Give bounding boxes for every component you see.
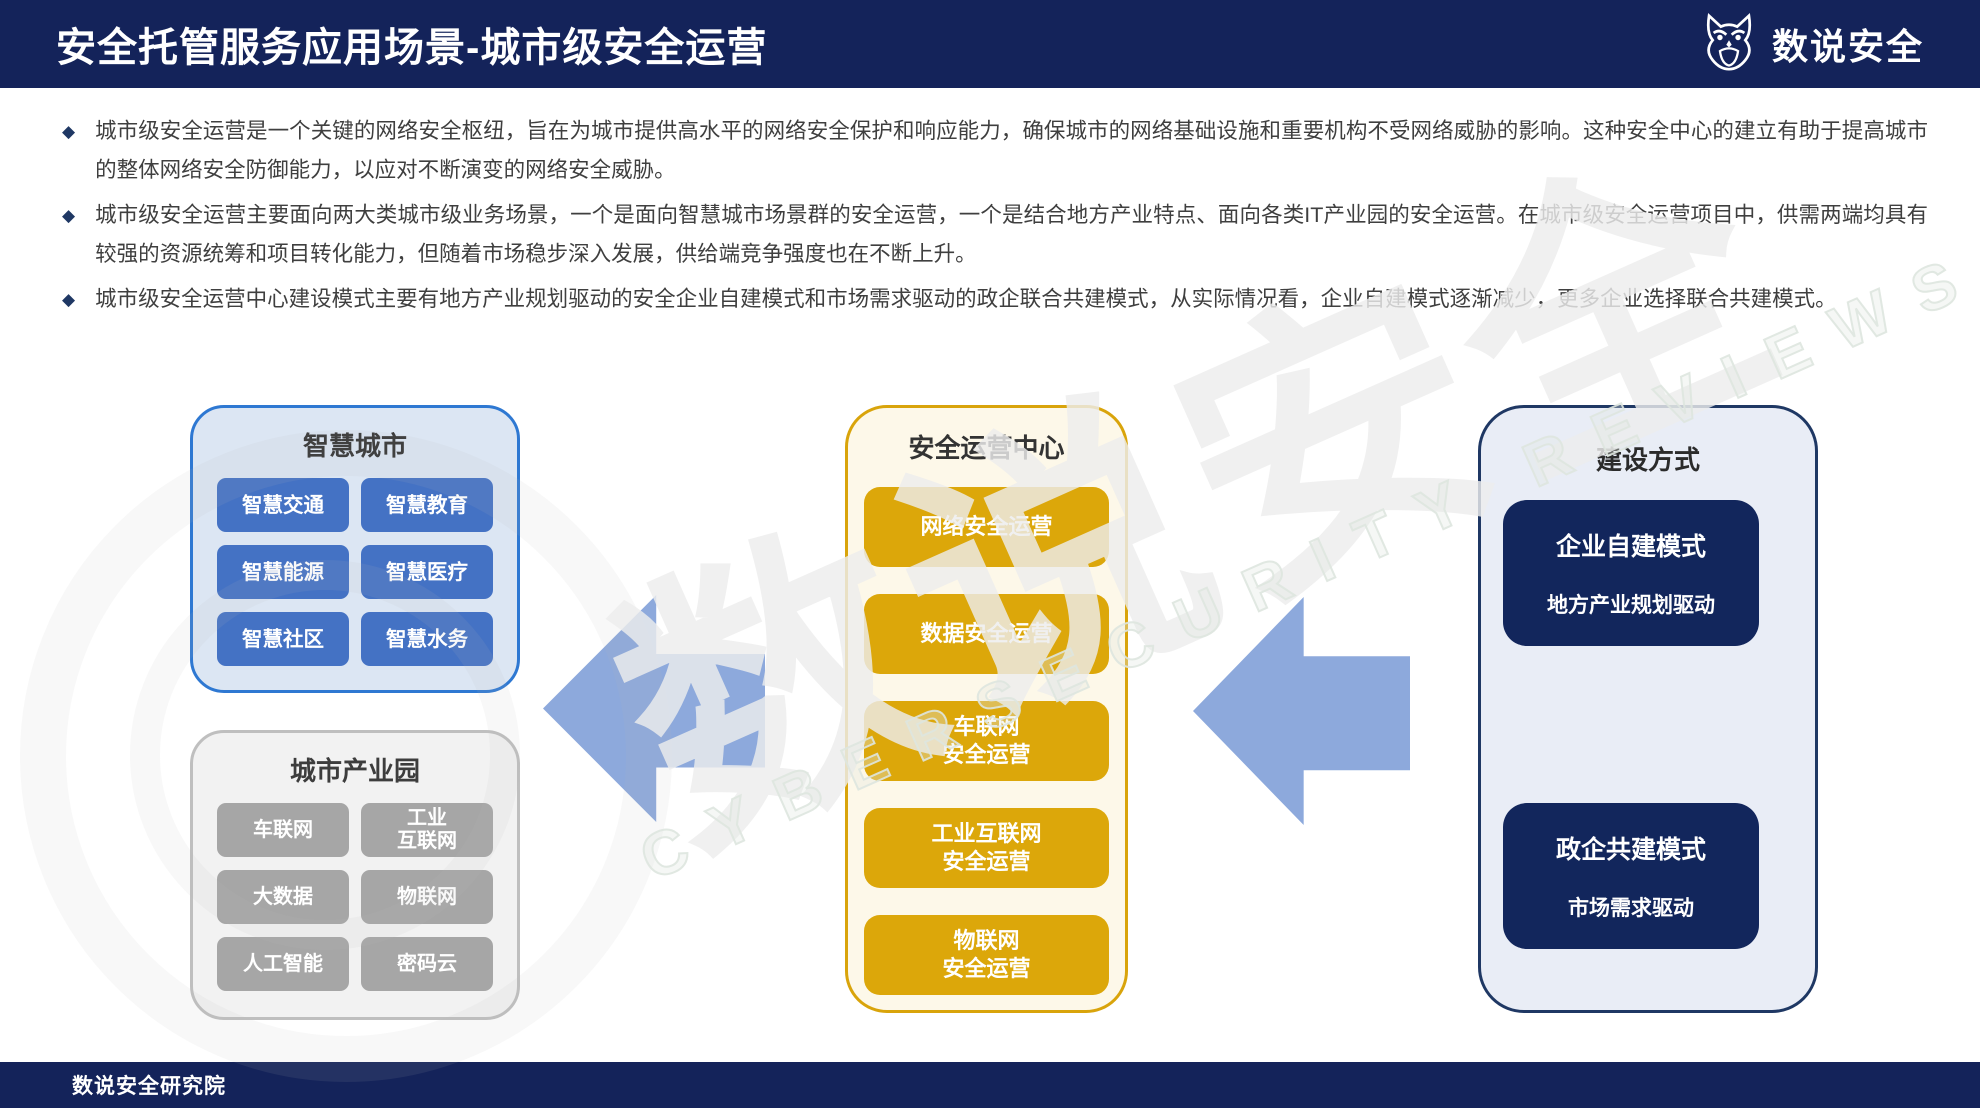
bullet-item: ◆ 城市级安全运营主要面向两大类城市级业务场景，一个是面向智慧城市场景群的安全运… bbox=[62, 196, 1928, 274]
soc-item: 物联网 安全运营 bbox=[864, 915, 1109, 995]
diamond-bullet-icon: ◆ bbox=[62, 122, 76, 141]
industry-park-item: 密码云 bbox=[361, 937, 493, 991]
smart-city-item: 智慧水务 bbox=[361, 612, 493, 666]
industry-park-grid: 车联网 工业 互联网 大数据 物联网 人工智能 密码云 bbox=[193, 788, 517, 991]
soc-item: 数据安全运营 bbox=[864, 594, 1109, 674]
bullet-list: ◆ 城市级安全运营是一个关键的网络安全枢纽，旨在为城市提供高水平的网络安全保护和… bbox=[62, 112, 1928, 325]
soc-panel: 安全运营中心 网络安全运营 数据安全运营 车联网 安全运营 工业互联网 安全运营… bbox=[845, 405, 1128, 1013]
bullet-item: ◆ 城市级安全运营是一个关键的网络安全枢纽，旨在为城市提供高水平的网络安全保护和… bbox=[62, 112, 1928, 190]
industry-park-item: 人工智能 bbox=[217, 937, 349, 991]
smart-city-item: 智慧医疗 bbox=[361, 545, 493, 599]
smart-city-item: 智慧能源 bbox=[217, 545, 349, 599]
footer-bar: 数说安全研究院 bbox=[0, 1062, 1980, 1108]
brand-logo: 数说安全 bbox=[1700, 12, 1924, 76]
soc-item: 工业互联网 安全运营 bbox=[864, 808, 1109, 888]
smart-city-panel: 智慧城市 智慧交通 智慧教育 智慧能源 智慧医疗 智慧社区 智慧水务 bbox=[190, 405, 520, 693]
footer-text: 数说安全研究院 bbox=[72, 1075, 226, 1098]
mode-driver: 地方产业规划驱动 bbox=[1547, 594, 1715, 617]
soc-item: 网络安全运营 bbox=[864, 487, 1109, 567]
construction-panel: 建设方式 企业自建模式 地方产业规划驱动 政企共建模式 市场需求驱动 bbox=[1478, 405, 1818, 1013]
left-block-arrow-icon bbox=[543, 595, 765, 822]
soc-item: 车联网 安全运营 bbox=[864, 701, 1109, 781]
mode-driver: 市场需求驱动 bbox=[1568, 897, 1694, 920]
smart-city-item: 智慧教育 bbox=[361, 478, 493, 532]
smart-city-title: 智慧城市 bbox=[302, 431, 407, 461]
header-bar: 安全托管服务应用场景-城市级安全运营 数说安全 bbox=[0, 0, 1980, 88]
soc-list: 网络安全运营 数据安全运营 车联网 安全运营 工业互联网 安全运营 物联网 安全… bbox=[848, 471, 1125, 995]
bullet-text: 城市级安全运营是一个关键的网络安全枢纽，旨在为城市提供高水平的网络安全保护和响应… bbox=[95, 119, 1928, 182]
page-title: 安全托管服务应用场景-城市级安全运营 bbox=[56, 26, 768, 70]
industry-park-item: 物联网 bbox=[361, 870, 493, 924]
diamond-bullet-icon: ◆ bbox=[62, 206, 76, 225]
industry-park-item: 大数据 bbox=[217, 870, 349, 924]
mode-card: 政企共建模式 市场需求驱动 bbox=[1503, 803, 1759, 949]
bullet-text: 城市级安全运营主要面向两大类城市级业务场景，一个是面向智慧城市场景群的安全运营，… bbox=[95, 203, 1928, 266]
mode-card: 企业自建模式 地方产业规划驱动 bbox=[1503, 500, 1759, 646]
owl-logo-icon bbox=[1700, 12, 1758, 76]
industry-park-title: 城市产业园 bbox=[289, 756, 420, 786]
construction-title: 建设方式 bbox=[1595, 445, 1700, 475]
left-block-arrow-icon bbox=[1193, 597, 1410, 825]
brand-name: 数说安全 bbox=[1771, 26, 1924, 67]
industry-park-item: 工业 互联网 bbox=[361, 803, 493, 857]
industry-park-item: 车联网 bbox=[217, 803, 349, 857]
soc-title: 安全运营中心 bbox=[908, 433, 1065, 463]
industry-park-panel: 城市产业园 车联网 工业 互联网 大数据 物联网 人工智能 密码云 bbox=[190, 730, 520, 1020]
bullet-text: 城市级安全运营中心建设模式主要有地方产业规划驱动的安全企业自建模式和市场需求驱动… bbox=[95, 287, 1837, 311]
mode-name: 政企共建模式 bbox=[1555, 836, 1706, 864]
smart-city-item: 智慧交通 bbox=[217, 478, 349, 532]
mode-name: 企业自建模式 bbox=[1555, 533, 1706, 561]
smart-city-grid: 智慧交通 智慧教育 智慧能源 智慧医疗 智慧社区 智慧水务 bbox=[193, 463, 517, 666]
diamond-bullet-icon: ◆ bbox=[62, 290, 76, 309]
bullet-item: ◆ 城市级安全运营中心建设模式主要有地方产业规划驱动的安全企业自建模式和市场需求… bbox=[62, 280, 1928, 319]
smart-city-item: 智慧社区 bbox=[217, 612, 349, 666]
